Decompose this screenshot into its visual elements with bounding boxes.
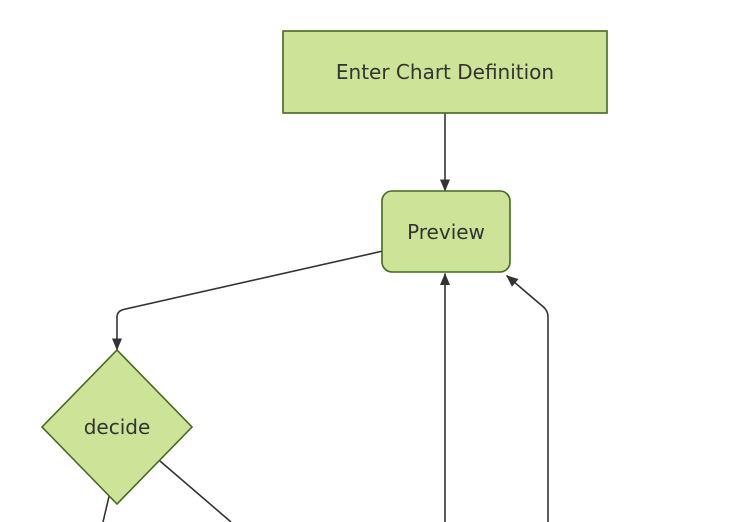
edge-preview-to-decide (112, 250, 384, 351)
edge-from-below-right-to-preview (505, 274, 549, 522)
node-decide-shape (40, 348, 194, 506)
edge-decide-to-below-right (152, 454, 232, 522)
node-preview-shape (381, 190, 511, 273)
node-enter-chart-definition-shape (282, 30, 608, 114)
